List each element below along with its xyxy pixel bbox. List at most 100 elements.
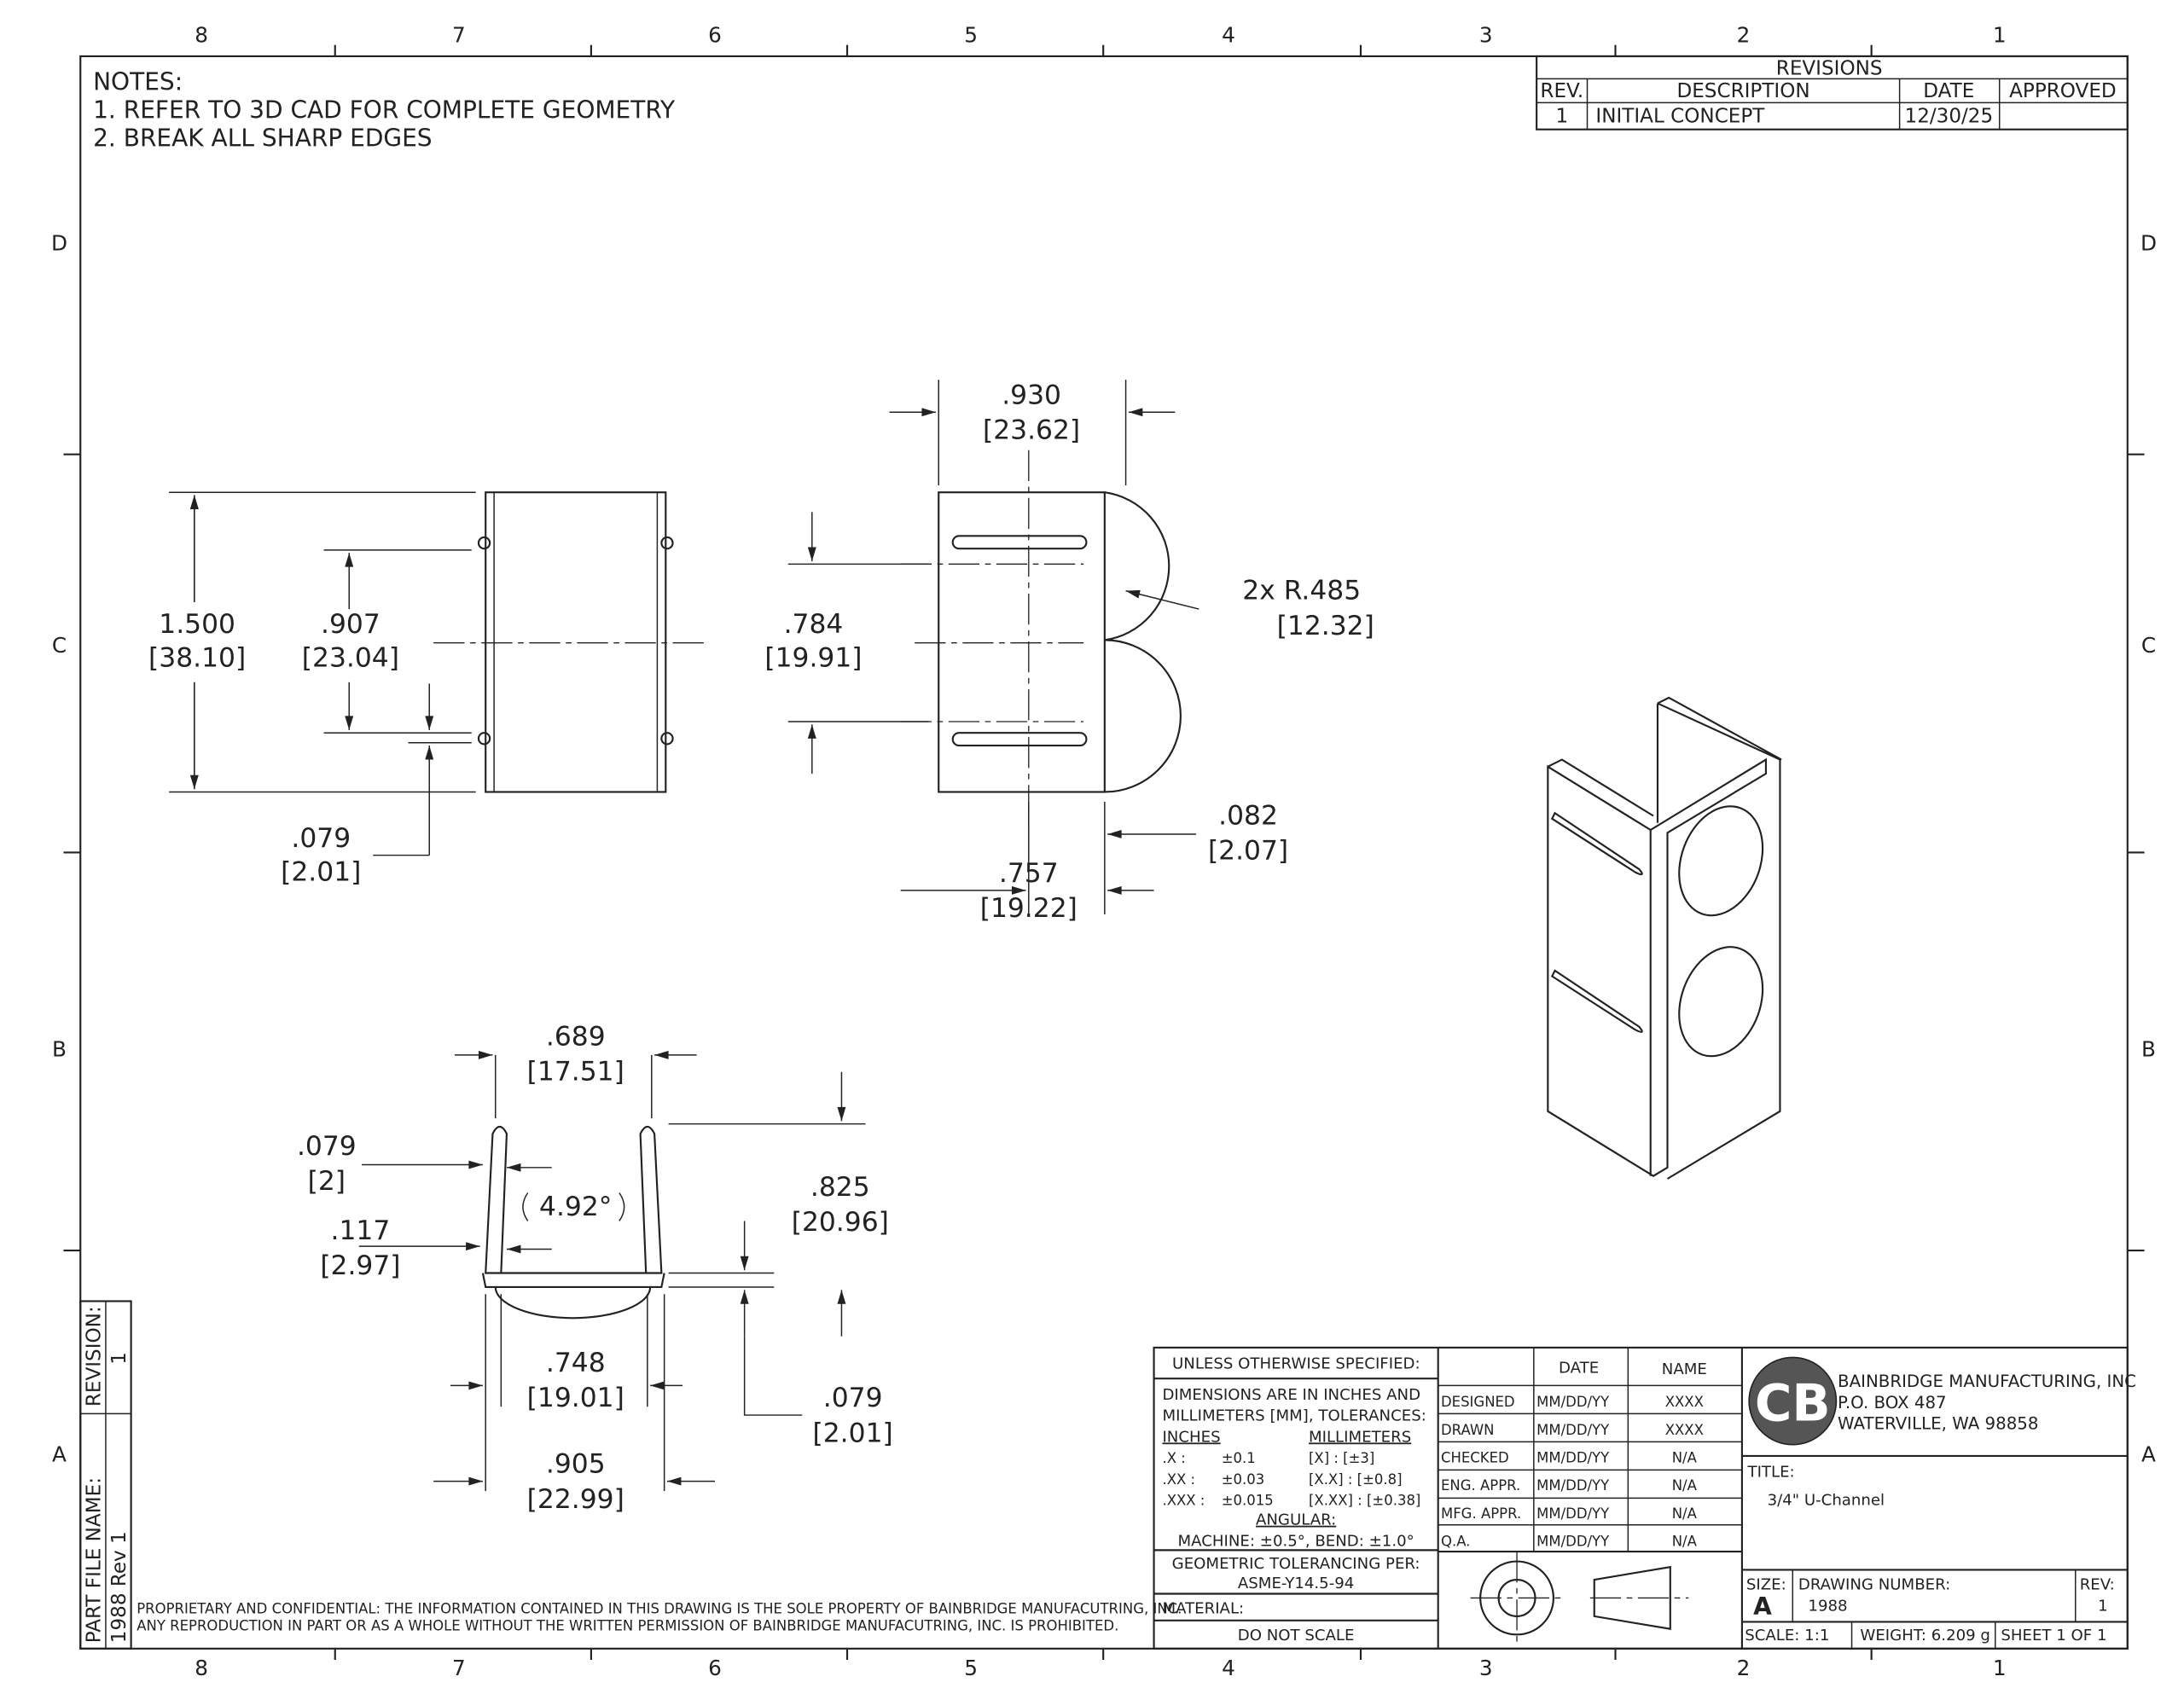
svg-text:DIMENSIONS ARE IN INCHES AND: DIMENSIONS ARE IN INCHES AND: [1162, 1386, 1420, 1404]
svg-text:C: C: [52, 633, 67, 658]
svg-text:.079: .079: [291, 823, 351, 854]
svg-text:APPROVED: APPROVED: [2009, 80, 2117, 102]
signoff-date: MM/DD/YY: [1536, 1394, 1610, 1410]
svg-text:TITLE:: TITLE:: [1747, 1464, 1795, 1482]
svg-text:.907: .907: [321, 609, 380, 640]
svg-text:[X.XX] : [±0.38]: [X.XX] : [±0.38]: [1309, 1493, 1420, 1509]
svg-text:.825: .825: [810, 1172, 870, 1203]
signoff-name: N/A: [1672, 1477, 1698, 1494]
svg-text:WATERVILLE, WA 98858: WATERVILLE, WA 98858: [1838, 1414, 2038, 1434]
svg-text:D: D: [51, 231, 67, 256]
projection-symbol: [1470, 1552, 1689, 1646]
svg-text:.689: .689: [546, 1021, 606, 1052]
svg-text:6: 6: [708, 1656, 722, 1680]
svg-text:.930: .930: [1002, 380, 1061, 410]
svg-text:6: 6: [708, 22, 722, 47]
svg-text:UNLESS OTHERWISE SPECIFIED:: UNLESS OTHERWISE SPECIFIED:: [1172, 1355, 1420, 1373]
svg-text:4: 4: [1222, 22, 1235, 47]
signoff-name: N/A: [1672, 1449, 1698, 1465]
isometric-view: [1547, 696, 1782, 1180]
svg-text:[23.62]: [23.62]: [983, 415, 1080, 446]
svg-text:[22.99]: [22.99]: [527, 1484, 624, 1515]
svg-text:1: 1: [1993, 1656, 2007, 1680]
svg-text:.784: .784: [784, 609, 844, 640]
svg-text:BAINBRIDGE MANUFACTURING, INC: BAINBRIDGE MANUFACTURING, INC: [1838, 1372, 2136, 1391]
svg-text:ASME-Y14.5-94: ASME-Y14.5-94: [1238, 1575, 1354, 1592]
svg-text:3/4" U-Channel: 3/4" U-Channel: [1768, 1492, 1885, 1510]
proprietary-notice: PROPRIETARY AND CONFIDENTIAL: THE INFORM…: [136, 1601, 1182, 1634]
svg-text:1988 Rev 1: 1988 Rev 1: [108, 1531, 131, 1643]
svg-text:[23.04]: [23.04]: [302, 643, 399, 674]
signoff-name: XXXX: [1665, 1422, 1704, 1438]
svg-text:REVISIONS: REVISIONS: [1776, 57, 1883, 79]
svg-text:[19.22]: [19.22]: [980, 893, 1077, 924]
signoff-date: MM/DD/YY: [1536, 1533, 1610, 1549]
svg-text:.079: .079: [823, 1383, 883, 1413]
signoff-role: DRAWN: [1441, 1422, 1494, 1438]
svg-text:±0.03: ±0.03: [1222, 1471, 1265, 1488]
svg-text:7: 7: [452, 1656, 466, 1680]
svg-text:[2.01]: [2.01]: [281, 856, 361, 887]
signoff-role: MFG. APPR.: [1441, 1505, 1521, 1522]
svg-text:A: A: [1753, 1592, 1772, 1621]
revisions-table: REVISIONS REV. DESCRIPTION DATE APPROVED…: [1536, 55, 2129, 131]
svg-text:MILLIMETERS: MILLIMETERS: [1309, 1428, 1411, 1446]
svg-text:MILLIMETERS [MM], TOLERANCES:: MILLIMETERS [MM], TOLERANCES:: [1162, 1407, 1426, 1425]
svg-text:NAME: NAME: [1662, 1360, 1707, 1378]
signoff-name: N/A: [1672, 1533, 1698, 1549]
svg-text:5: 5: [964, 1656, 978, 1680]
notes: NOTES: 1. REFER TO 3D CAD FOR COMPLETE G…: [93, 68, 676, 153]
signoff-name: XXXX: [1665, 1394, 1704, 1410]
svg-text:B: B: [2141, 1037, 2156, 1062]
signoff-role: DESIGNED: [1441, 1394, 1515, 1410]
svg-text:2. BREAK ALL SHARP EDGES: 2. BREAK ALL SHARP EDGES: [93, 125, 433, 153]
svg-text:1: 1: [108, 1352, 131, 1365]
svg-text:1. REFER TO 3D CAD FOR COMPLE: 1. REFER TO 3D CAD FOR COMPLETE GEOMETRY: [93, 96, 676, 125]
svg-text:P.O. BOX 487: P.O. BOX 487: [1838, 1393, 1947, 1412]
svg-text:[20.96]: [20.96]: [792, 1207, 889, 1238]
svg-text:DRAWING NUMBER:: DRAWING NUMBER:: [1798, 1576, 1950, 1594]
svg-text:.XX :: .XX :: [1162, 1471, 1195, 1488]
company-logo: CB: [1748, 1356, 1838, 1446]
svg-text:[X.X] : [±0.8]: [X.X] : [±0.8]: [1309, 1471, 1403, 1488]
svg-text:ANY REPRODUCTION IN PART OR AS: ANY REPRODUCTION IN PART OR AS A WHOLE W…: [136, 1617, 1118, 1633]
svg-text:[2.01]: [2.01]: [813, 1418, 893, 1448]
svg-text:PROPRIETARY AND CONFIDENTIAL:: PROPRIETARY AND CONFIDENTIAL: THE INFORM…: [136, 1601, 1182, 1617]
signoff-date: MM/DD/YY: [1536, 1505, 1610, 1522]
svg-text:D: D: [2140, 231, 2157, 256]
svg-text:INCHES: INCHES: [1162, 1428, 1220, 1446]
svg-text:MATERIAL:: MATERIAL:: [1162, 1600, 1244, 1618]
side-panel: REVISION: 1 PART FILE NAME: 1988 Rev 1: [79, 1300, 132, 1650]
signoff-role: Q.A.: [1441, 1533, 1470, 1549]
svg-text:DESCRIPTION: DESCRIPTION: [1676, 80, 1809, 102]
svg-text:1.500: 1.500: [159, 609, 235, 640]
svg-text:12/30/25: 12/30/25: [1905, 105, 1994, 127]
signoff-date: MM/DD/YY: [1536, 1477, 1610, 1494]
svg-text:REVISION:: REVISION:: [83, 1306, 105, 1407]
svg-text:.757: .757: [999, 858, 1059, 889]
signoff-date: MM/DD/YY: [1536, 1449, 1610, 1465]
svg-text:2x R.485: 2x R.485: [1242, 576, 1361, 606]
svg-text:8: 8: [195, 1656, 208, 1680]
svg-text:REV:: REV:: [2080, 1576, 2115, 1594]
svg-text:.117: .117: [331, 1215, 391, 1246]
svg-text:A: A: [2141, 1441, 2156, 1466]
svg-text:C: C: [2141, 633, 2156, 658]
svg-text:GEOMETRIC TOLERANCING PER:: GEOMETRIC TOLERANCING PER:: [1172, 1555, 1420, 1573]
svg-text:[19.91]: [19.91]: [764, 643, 862, 674]
svg-text:2: 2: [1737, 22, 1751, 47]
svg-text:.079: .079: [297, 1131, 357, 1162]
signoff-name: N/A: [1672, 1505, 1698, 1522]
svg-text:7: 7: [452, 22, 466, 47]
svg-text:B: B: [52, 1037, 67, 1062]
svg-text:.XXX :: .XXX :: [1162, 1493, 1205, 1509]
svg-text:4: 4: [1222, 1656, 1235, 1680]
title-block: UNLESS OTHERWISE SPECIFIED: DIMENSIONS A…: [1153, 1346, 2136, 1650]
signoff-role: CHECKED: [1441, 1449, 1509, 1465]
svg-text:MACHINE: ±0.5°, BEND: ±1.0°: MACHINE: ±0.5°, BEND: ±1.0°: [1178, 1532, 1414, 1550]
svg-text:[12.32]: [12.32]: [1277, 611, 1374, 641]
svg-text:1: 1: [1993, 22, 2007, 47]
svg-text:DATE: DATE: [1923, 80, 1974, 102]
